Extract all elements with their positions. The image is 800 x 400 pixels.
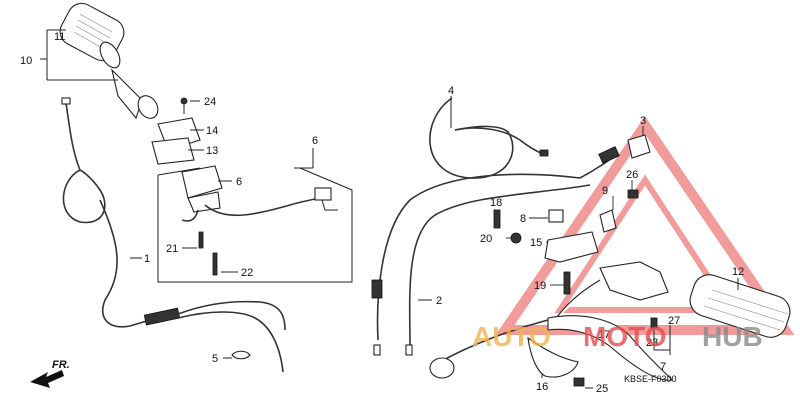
callout-26: 26 xyxy=(626,169,638,181)
callout-4: 4 xyxy=(448,85,454,97)
callout-7: 7 xyxy=(660,361,666,373)
callout-13: 13 xyxy=(206,145,218,157)
callout-15: 15 xyxy=(530,237,542,249)
throttle-grip xyxy=(59,2,159,120)
callout-21: 21 xyxy=(166,243,178,255)
callout-6-switch: 6 xyxy=(236,176,242,188)
callout-19: 19 xyxy=(534,280,546,292)
clutch-lever-parts xyxy=(493,126,669,321)
callout-27: 27 xyxy=(668,315,680,327)
front-label: FR. xyxy=(52,359,70,371)
throttle-housing xyxy=(151,97,201,165)
callout-lines-left xyxy=(40,29,204,151)
callout-14: 14 xyxy=(206,125,218,137)
callout-20: 20 xyxy=(480,233,492,245)
callout-3: 3 xyxy=(640,115,646,127)
callout-9: 9 xyxy=(602,185,608,197)
callout-10: 10 xyxy=(20,55,32,67)
watermark-moto: MOTO xyxy=(583,321,666,352)
callout-6-box: 6 xyxy=(312,135,318,147)
callout-17: 17 xyxy=(598,329,610,341)
cable-clip xyxy=(223,350,251,360)
choke-cable xyxy=(429,96,549,179)
callout-1: 1 xyxy=(144,253,150,265)
watermark-hub: HUB xyxy=(702,321,763,352)
clutch-cable xyxy=(371,146,620,356)
watermark-logo xyxy=(495,116,795,335)
watermark-auto: AUTO xyxy=(472,321,551,352)
callout-numbers: 11 10 24 14 13 6 6 21 22 1 4 2 5 3 26 9 … xyxy=(20,31,744,395)
diagram-code: KBSE-F0300 xyxy=(624,374,677,384)
callout-23: 23 xyxy=(646,337,658,349)
callout-25: 25 xyxy=(596,383,608,395)
callout-8: 8 xyxy=(520,213,526,225)
front-direction-arrow xyxy=(30,370,64,388)
callout-2: 2 xyxy=(436,295,442,307)
callout-16: 16 xyxy=(536,381,548,393)
right-grip xyxy=(689,274,791,338)
callout-11: 11 xyxy=(54,31,65,43)
callout-5: 5 xyxy=(212,353,218,365)
brake-lever xyxy=(429,315,674,389)
callout-24: 24 xyxy=(204,96,216,108)
watermark-text: AUTO MOTO HUB xyxy=(472,321,763,352)
callout-12: 12 xyxy=(732,266,744,278)
throttle-cable xyxy=(61,97,286,373)
switch-assembly-box xyxy=(157,148,353,283)
callout-18: 18 xyxy=(490,197,502,209)
callout-bracket-7 xyxy=(650,317,671,355)
callout-22: 22 xyxy=(241,267,253,279)
